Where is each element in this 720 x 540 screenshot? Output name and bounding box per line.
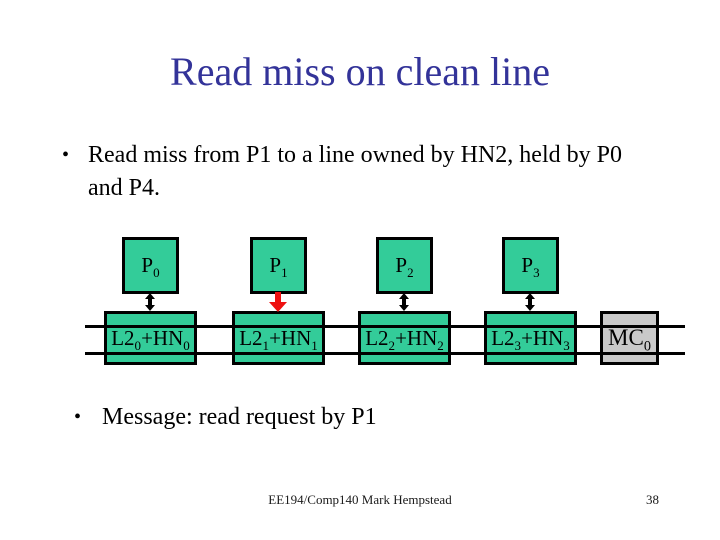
- processor-label-p2: P2: [395, 253, 414, 281]
- bullet-marker: •: [74, 406, 82, 428]
- l2-home-node-label-1: L21+HN1: [239, 325, 318, 353]
- l2-home-node-label-3: L23+HN3: [491, 325, 570, 353]
- bus-line-top: [85, 325, 685, 328]
- l2-home-node-label-2: L22+HN2: [365, 325, 444, 353]
- bidirectional-arrow-icon: [399, 293, 409, 311]
- memory-controller-box: MC0: [600, 311, 659, 365]
- bus-line-bottom: [85, 352, 685, 355]
- read-request-arrow-icon: [269, 292, 287, 312]
- l2-home-node-box-2: L22+HN2: [358, 311, 451, 365]
- processor-label-p3: P3: [521, 253, 540, 281]
- processor-box-p2: P2: [376, 237, 433, 294]
- processor-label-p1: P1: [269, 253, 288, 281]
- memory-controller-label: MC0: [608, 325, 651, 355]
- processor-label-p0: P0: [141, 253, 160, 281]
- bullet-text-2: Message: read request by P1: [102, 404, 377, 430]
- processor-box-p3: P3: [502, 237, 559, 294]
- l2-home-node-box-3: L23+HN3: [484, 311, 577, 365]
- l2-home-node-box-0: L20+HN0: [104, 311, 197, 365]
- l2-home-node-label-0: L20+HN0: [111, 325, 190, 353]
- bullet-marker: •: [62, 144, 70, 166]
- bullet-item-2: • Message: read request by P1: [74, 401, 377, 434]
- bullet-item-1: • Read miss from P1 to a line owned by H…: [62, 139, 646, 205]
- processor-box-p1: P1: [250, 237, 307, 294]
- bullet-text-1: Read miss from P1 to a line owned by HN2…: [88, 142, 622, 201]
- l2-home-node-box-1: L21+HN1: [232, 311, 325, 365]
- bidirectional-arrow-icon: [145, 293, 155, 311]
- bidirectional-arrow-icon: [525, 293, 535, 311]
- footer-course-text: EE194/Comp140 Mark Hempstead: [268, 492, 452, 507]
- processor-box-p0: P0: [122, 237, 179, 294]
- page-number: 38: [646, 492, 659, 507]
- slide-title: Read miss on clean line: [170, 49, 550, 94]
